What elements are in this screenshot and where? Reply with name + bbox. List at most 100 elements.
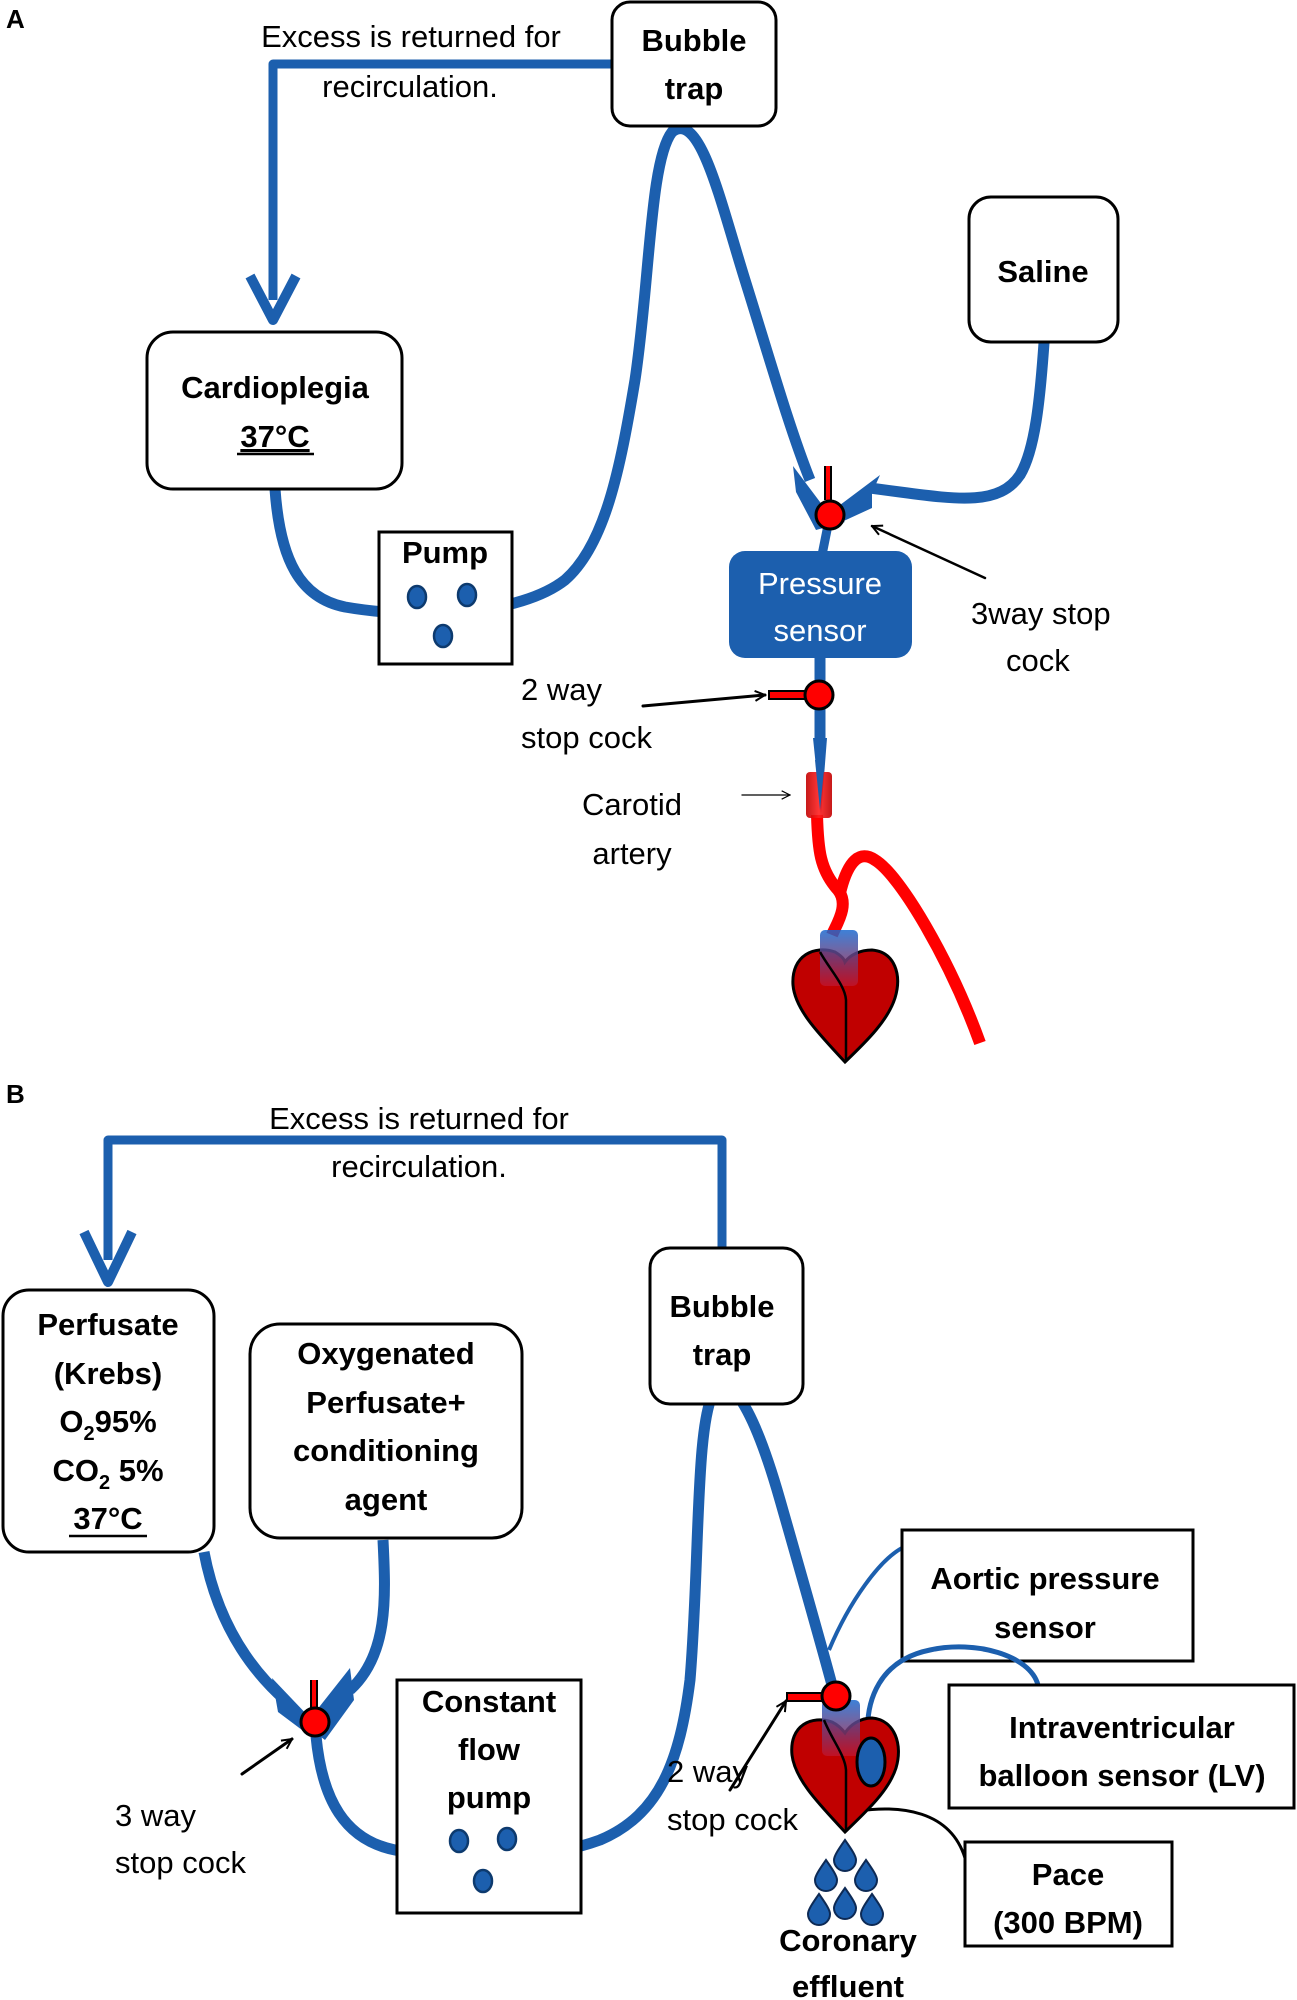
o2-subscript: 2 (83, 1423, 94, 1445)
cardioplegia-temp: 37°C (240, 419, 309, 454)
pace-line2: (300 BPM) (993, 1905, 1143, 1940)
artery-tube (834, 850, 986, 1046)
oxygenated-perfusate-box (248, 1322, 524, 1540)
two-way-label-b-line2: stop cock (667, 1802, 798, 1837)
oxygenated-tube (346, 1539, 390, 1695)
three-way-stopcock-b (299, 1706, 331, 1738)
o2-value: 95% (95, 1404, 157, 1439)
pump-roller (472, 1868, 494, 1894)
oxygenated-line2: Perfusate+ (306, 1385, 465, 1420)
recirculation-tube-b (103, 1135, 727, 1260)
carotid-label-line1: Carotid (582, 787, 682, 822)
bubble-trap-a-line2: trap (665, 71, 724, 106)
panel-a-label: A (6, 4, 25, 34)
aortic-sensor-line (827, 1546, 904, 1651)
cardioplegia-name: Cardioplegia (181, 370, 370, 405)
pressure-sensor-box (729, 551, 912, 658)
heart-b (790, 1700, 900, 1835)
junction-wedge (835, 475, 880, 525)
perfusate-line2: (Krebs) (54, 1356, 163, 1391)
pointer-arrow (240, 1737, 292, 1776)
bubble-trap-box-a (610, 0, 778, 128)
pump-label-a: Pump (402, 535, 488, 570)
saline-label: Saline (997, 254, 1088, 289)
valve-handle (768, 690, 807, 700)
oxygenated-line4: agent (345, 1482, 428, 1517)
perfusate-temp: 37°C (73, 1501, 142, 1536)
pointer-arrow (872, 526, 987, 580)
aortic-pressure-sensor-box (900, 1528, 1195, 1663)
three-way-label-a-line2: cock (1006, 643, 1070, 678)
co2-prefix: CO (52, 1453, 99, 1488)
heart-septum (818, 951, 848, 1060)
pressure-sensor-line2: sensor (773, 613, 866, 648)
panel-b: B Excess is returned for recirculation. … (1, 1079, 1296, 2000)
pressure-sensor-line1: Pressure (758, 566, 882, 601)
pump-box-a (377, 530, 514, 666)
three-way-label-b-line1: 3 way (115, 1798, 196, 1833)
perfusate-box (1, 1288, 216, 1554)
effluent-line1: Coronary (779, 1923, 918, 1958)
perfusate-o2: O295% (59, 1404, 156, 1445)
oxygenated-line1: Oxygenated (297, 1336, 474, 1371)
pump-roller (448, 1828, 470, 1854)
co2-value: 5% (110, 1453, 163, 1488)
aortic-cannula (822, 1700, 860, 1756)
lv-balloon (855, 1736, 887, 1788)
saline-tube-a (869, 342, 1050, 504)
pointer-arrow (728, 1701, 788, 1792)
pump-roller (496, 1826, 518, 1852)
aortic-cannula (820, 930, 858, 986)
drop-icon (832, 1838, 858, 1872)
two-way-label-b-line1: 2 way (667, 1754, 748, 1789)
oxygenated-line3: conditioning (293, 1433, 479, 1468)
aortic-line2: sensor (994, 1610, 1096, 1645)
bubble-trap-a-line1: Bubble (641, 23, 746, 58)
intraventricular-line1: Intraventricular (1009, 1710, 1235, 1745)
bubble-trap-b-line2: trap (693, 1337, 752, 1372)
recirculation-tube-a (268, 59, 612, 300)
drop-icon (853, 1858, 879, 1892)
heart-septum (822, 1719, 848, 1830)
panel-b-label: B (6, 1079, 25, 1109)
pump-b-line3: pump (447, 1780, 531, 1815)
effluent-line2: effluent (792, 1969, 904, 2000)
three-way-label-a-line1: 3way stop (971, 596, 1111, 631)
co2-subscript: 2 (99, 1472, 110, 1494)
two-way-stopcock-b (820, 1680, 852, 1712)
three-way-stopcock-a (814, 499, 846, 531)
saline-box (967, 195, 1120, 344)
intraventricular-sensor-box (947, 1683, 1296, 1810)
recirc-note-a-line1: Excess is returned for (261, 19, 561, 54)
arrow-down-icon (245, 273, 301, 325)
pace-lead (857, 1807, 967, 1859)
cannula-tip (815, 760, 825, 810)
pace-line1: Pace (1032, 1857, 1104, 1892)
recirc-note-b-line1: Excess is returned for (269, 1101, 569, 1136)
drop-icon (806, 1892, 832, 1926)
valve-handle (786, 1692, 824, 1702)
pump-roller (432, 623, 454, 649)
drop-icon (832, 1886, 858, 1920)
balloon-sensor-line (865, 1644, 1041, 1739)
pump-roller (406, 584, 428, 610)
two-way-label-a-line2: stop cock (521, 720, 652, 755)
recirc-note-b-line2: recirculation. (331, 1149, 507, 1184)
bubble-trap-b-line1: Bubble (669, 1289, 774, 1324)
bubble-trap-box-b (648, 1246, 805, 1406)
drop-icon (813, 1858, 839, 1892)
perfusate-tube (198, 1550, 289, 1705)
cardioplegia-box (145, 330, 404, 491)
two-way-stopcock-a (803, 679, 835, 711)
perfusate-co2: CO2 5% (52, 1453, 163, 1494)
carotid-artery-tube (811, 814, 849, 938)
aortic-line1: Aortic pressure (930, 1561, 1159, 1596)
two-way-label-a-line1: 2 way (521, 672, 602, 707)
panel-a: A Excess is returned for recirculation. … (6, 0, 1120, 1065)
three-way-label-b-line2: stop cock (115, 1845, 246, 1880)
pump-b-line1: Constant (422, 1684, 556, 1719)
arrow-down-icon (79, 1229, 137, 1287)
drop-icon (859, 1892, 885, 1926)
recirc-note-a-line2: recirculation. (322, 69, 498, 104)
